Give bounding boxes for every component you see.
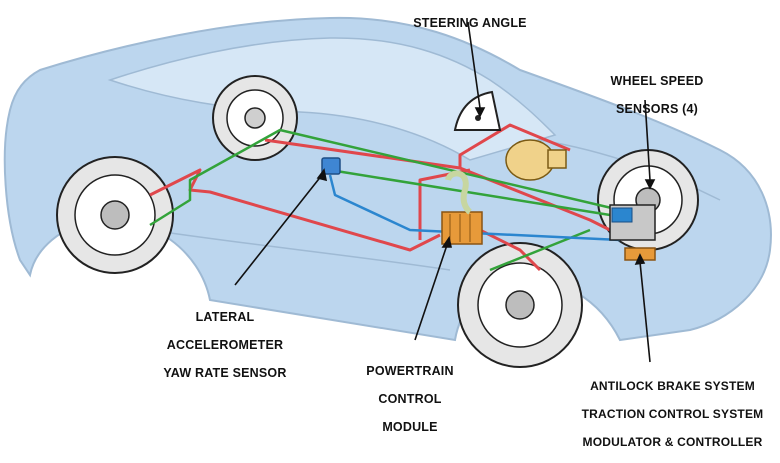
sensor-wires-blue: [328, 174, 621, 242]
label-steering-angle-text: STEERING ANGLE: [413, 16, 527, 30]
label-steering-angle: STEERING ANGLE: [405, 2, 535, 44]
yaw-rate-sensor: [321, 157, 341, 175]
wheel-rear-right: [56, 156, 174, 274]
wheel-front-right: [457, 242, 583, 368]
label-powertrain-control-module: POWERTRAIN CONTROL MODULE: [350, 350, 470, 448]
label-pcm-line1: POWERTRAIN: [366, 364, 454, 378]
car-sill-line: [149, 229, 451, 271]
label-wheel-speed-line2: SENSORS (4): [615, 102, 699, 116]
label-lateral-accelerometer: LATERAL ACCELEROMETER YAW RATE SENSOR: [145, 296, 305, 394]
label-abs-line2: TRACTION CONTROL SYSTEM: [581, 407, 764, 421]
label-abs-line1: ANTILOCK BRAKE SYSTEM: [590, 379, 755, 393]
label-wheel-speed-line1: WHEEL SPEED: [610, 74, 704, 88]
label-abs-tcs-modulator: ANTILOCK BRAKE SYSTEM TRACTION CONTROL S…: [570, 365, 775, 463]
label-lateral-line3: YAW RATE SENSOR: [163, 366, 287, 380]
leader-lines: [234, 21, 656, 363]
label-wheel-speed-sensors: WHEEL SPEED SENSORS (4): [592, 60, 722, 130]
label-pcm-line2: CONTROL: [378, 392, 442, 406]
label-abs-line3: MODULATOR & CONTROLLER: [582, 435, 763, 449]
wheel-rear-left: [212, 75, 298, 161]
label-lateral-line1: LATERAL: [195, 310, 255, 324]
label-lateral-line2: ACCELEROMETER: [166, 338, 284, 352]
label-pcm-line3: MODULE: [382, 420, 438, 434]
brake-booster: [505, 139, 567, 181]
vehicle-stability-diagram: [3, 16, 772, 368]
